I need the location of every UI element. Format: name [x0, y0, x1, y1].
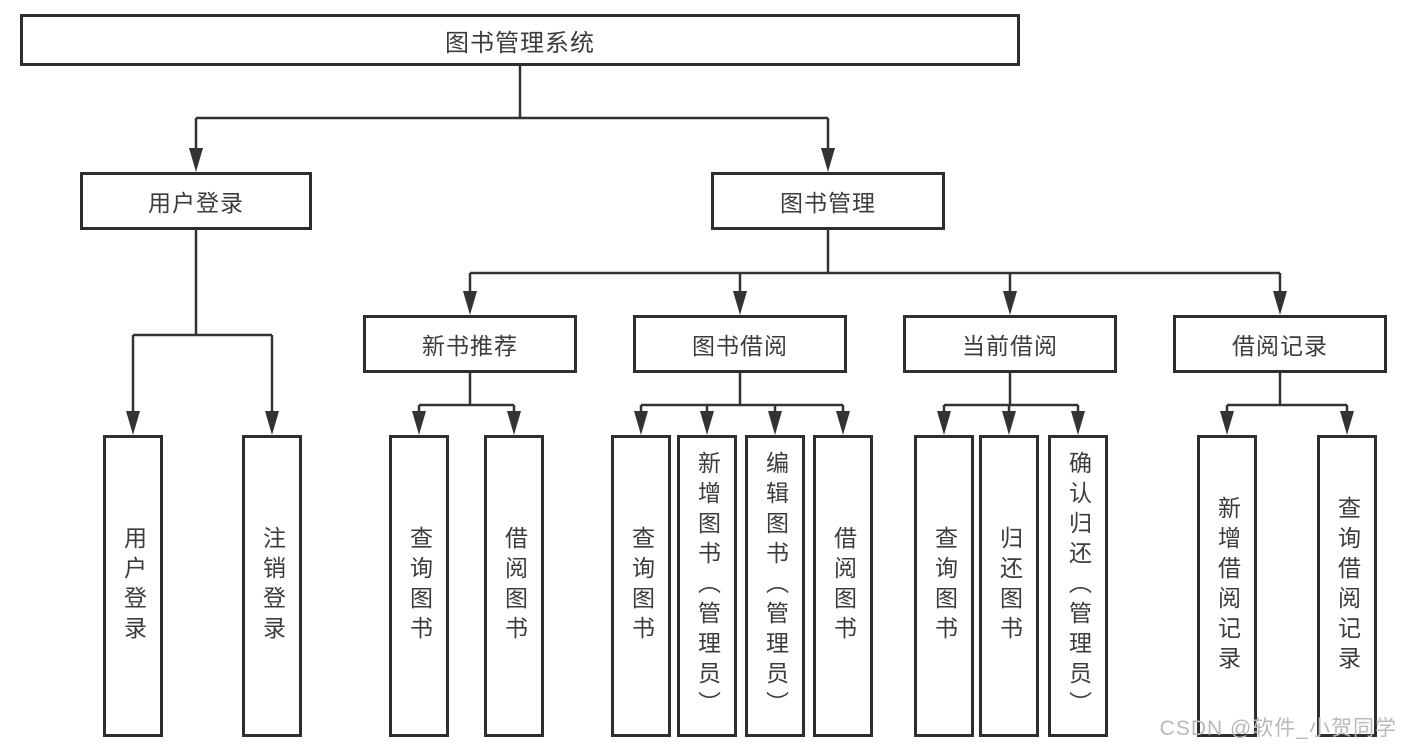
leaf-borrow-books-borrow: 借阅图书: [813, 435, 873, 737]
leaf-query-borrow-record: 查询借阅记录: [1317, 435, 1377, 737]
leaf-confirm-return-admin: 确认归还（管理员）: [1048, 435, 1108, 737]
node-current-borrowing: 当前借阅: [903, 315, 1117, 373]
node-new-book-recommendation: 新书推荐: [363, 315, 577, 373]
leaf-logout: 注销登录: [242, 435, 302, 737]
leaf-query-books-recommend: 查询图书: [389, 435, 449, 737]
node-borrowing-records: 借阅记录: [1173, 315, 1387, 373]
leaf-return-books: 归还图书: [979, 435, 1039, 737]
leaf-add-borrow-record: 新增借阅记录: [1197, 435, 1257, 737]
node-book-borrowing: 图书借阅: [633, 315, 847, 373]
leaf-edit-book-admin: 编辑图书（管理员）: [745, 435, 805, 737]
node-book-management: 图书管理: [711, 172, 945, 230]
node-library-management-system: 图书管理系统: [20, 14, 1020, 66]
watermark: CSDN @软件_小贺同学: [1159, 717, 1397, 740]
leaf-query-books-borrow: 查询图书: [611, 435, 671, 737]
leaf-add-book-admin: 新增图书（管理员）: [677, 435, 737, 737]
leaf-borrow-books-recommend: 借阅图书: [484, 435, 544, 737]
leaf-user-login: 用户登录: [103, 435, 163, 737]
node-user-login: 用户登录: [80, 172, 312, 230]
leaf-query-books-current: 查询图书: [914, 435, 974, 737]
